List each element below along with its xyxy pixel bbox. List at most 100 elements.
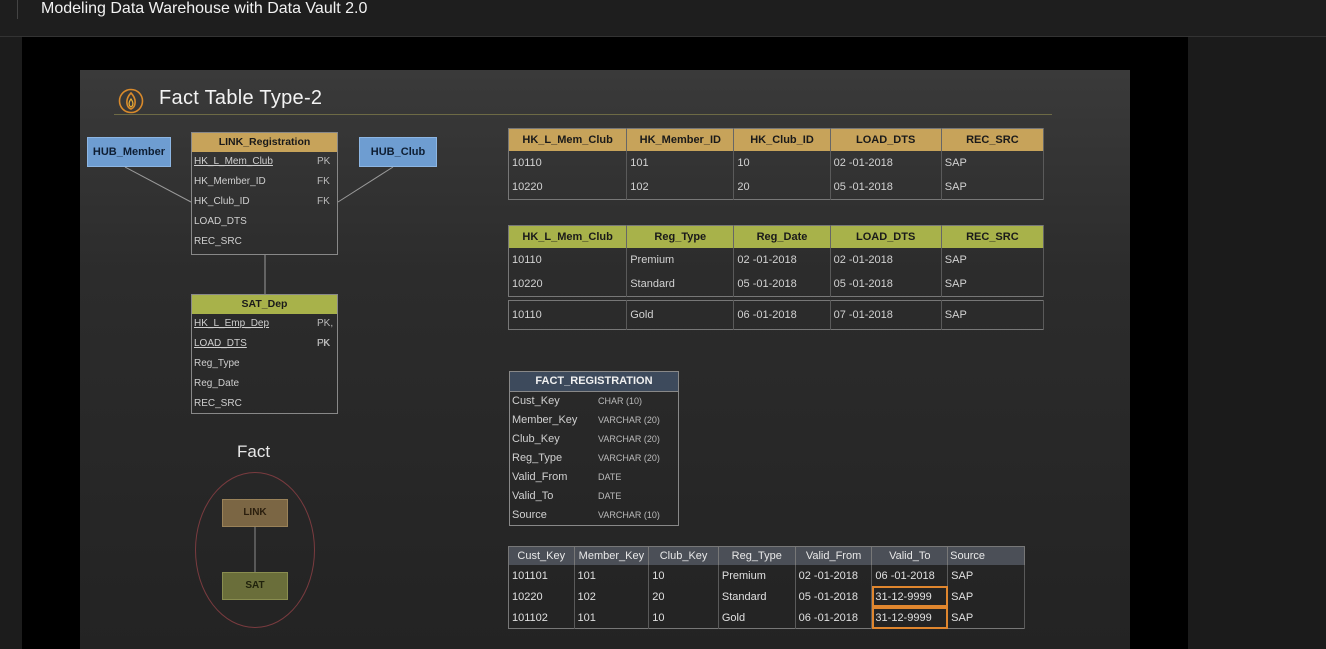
fact-entity-header: FACT_REGISTRATION xyxy=(510,372,678,392)
table-cell: 02 -01-2018 xyxy=(733,248,831,272)
table-cell: 10 xyxy=(733,151,831,175)
column-header: HK_Member_ID xyxy=(626,128,735,151)
window-title: Modeling Data Warehouse with Data Vault … xyxy=(41,0,368,17)
column-header: Member_Key xyxy=(574,546,650,565)
table-cell: 20 xyxy=(648,586,719,607)
table-cell: 10 xyxy=(648,607,719,629)
column-header: LOAD_DTS xyxy=(830,225,942,248)
table-cell: 10110 xyxy=(508,248,628,272)
fact-data-table: Cust_Key Member_Key Club_Key Reg_Type Va… xyxy=(508,546,1025,629)
table-cell: 07 -01-2018 xyxy=(830,300,942,330)
table-cell: SAP xyxy=(941,300,1045,330)
table-cell: 101101 xyxy=(508,565,575,586)
sat-entity-row: Reg_Date xyxy=(194,378,240,389)
table-cell: 05 -01-2018 xyxy=(733,272,831,297)
data-vault-logo-icon xyxy=(118,88,144,114)
table-row: 101101 101 10 Premium 02 -01-2018 06 -01… xyxy=(508,565,1025,586)
link-table-header-row: HK_L_Mem_Club HK_Member_ID HK_Club_ID LO… xyxy=(508,128,1045,151)
sat-entity-row: Reg_Type xyxy=(194,358,240,369)
table-cell: 06 -01-2018 xyxy=(733,300,831,330)
table-cell: SAP xyxy=(941,151,1045,175)
link-entity-header: LINK_Registration xyxy=(192,133,337,152)
column-header: HK_L_Mem_Club xyxy=(508,128,628,151)
table-cell: 101 xyxy=(574,607,650,629)
hub-club-box: HUB_Club xyxy=(359,137,437,167)
table-cell: 101 xyxy=(574,565,650,586)
column-header: Cust_Key xyxy=(508,546,575,565)
table-row: 101102 101 10 Gold 06 -01-2018 31-12-999… xyxy=(508,607,1025,629)
table-cell: 05 -01-2018 xyxy=(830,272,942,297)
table-cell: 06 -01-2018 xyxy=(871,565,949,586)
right-side-panel xyxy=(1188,37,1326,649)
slide-title: Fact Table Type-2 xyxy=(159,87,323,109)
fact-label: Fact xyxy=(237,442,271,461)
link-entity-row: LOAD_DTS xyxy=(194,216,247,227)
table-row: 10220 Standard 05 -01-2018 05 -01-2018 S… xyxy=(508,272,1045,297)
table-row: 10110 Premium 02 -01-2018 02 -01-2018 SA… xyxy=(508,248,1045,272)
sat-table-header-row: HK_L_Mem_Club Reg_Type Reg_Date LOAD_DTS… xyxy=(508,225,1045,248)
table-cell: 101102 xyxy=(508,607,575,629)
table-cell: 05 -01-2018 xyxy=(830,175,942,200)
column-header: Club_Key xyxy=(648,546,719,565)
table-cell: 05 -01-2018 xyxy=(795,586,873,607)
highlighted-valid-to-cell: 31-12-9999 xyxy=(871,586,949,607)
table-cell: 10220 xyxy=(508,586,575,607)
table-cell: 101 xyxy=(626,151,735,175)
column-header: REC_SRC xyxy=(941,225,1045,248)
table-cell: 10110 xyxy=(508,300,628,330)
column-header: HK_Club_ID xyxy=(733,128,831,151)
title-underline xyxy=(114,114,1052,115)
table-cell: SAP xyxy=(947,607,1025,629)
table-cell: SAP xyxy=(947,565,1025,586)
table-cell: SAP xyxy=(941,272,1045,297)
table-cell: Gold xyxy=(626,300,735,330)
table-cell: 10220 xyxy=(508,272,628,297)
table-cell: 02 -01-2018 xyxy=(830,248,942,272)
hub-member-box: HUB_Member xyxy=(87,137,171,167)
column-header: Source xyxy=(947,546,1025,565)
column-header: LOAD_DTS xyxy=(830,128,942,151)
fact-table-header-row: Cust_Key Member_Key Club_Key Reg_Type Va… xyxy=(508,546,1025,565)
table-cell: 06 -01-2018 xyxy=(795,607,873,629)
table-cell: Premium xyxy=(626,248,735,272)
table-cell: 02 -01-2018 xyxy=(795,565,873,586)
column-header: Reg_Date xyxy=(733,225,831,248)
app-title-bar: Modeling Data Warehouse with Data Vault … xyxy=(0,0,1326,37)
table-row: 10110 101 10 02 -01-2018 SAP xyxy=(508,151,1045,175)
table-cell: 10 xyxy=(648,565,719,586)
table-cell: 102 xyxy=(626,175,735,200)
link-entity-row: REC_SRC xyxy=(194,236,242,247)
sat-extra-row-table: 10110 Gold 06 -01-2018 07 -01-2018 SAP xyxy=(508,300,1045,330)
table-cell: SAP xyxy=(941,175,1045,200)
highlighted-valid-to-cell: 31-12-9999 xyxy=(871,607,949,629)
fact-ellipse xyxy=(195,472,315,628)
title-separator xyxy=(17,0,18,19)
link-data-table: HK_L_Mem_Club HK_Member_ID HK_Club_ID LO… xyxy=(508,128,1045,200)
table-cell: 20 xyxy=(733,175,831,200)
table-cell: Gold xyxy=(718,607,796,629)
sat-entity-header: SAT_Dep xyxy=(192,295,337,314)
table-cell: SAP xyxy=(947,586,1025,607)
table-row: 10220 102 20 Standard 05 -01-2018 31-12-… xyxy=(508,586,1025,607)
column-header: Valid_From xyxy=(795,546,873,565)
table-cell: 02 -01-2018 xyxy=(830,151,942,175)
slide: Fact Table Type-2 HUB_Member HUB_Club LI… xyxy=(80,70,1130,649)
column-header: Reg_Type xyxy=(718,546,796,565)
column-header: HK_L_Mem_Club xyxy=(508,225,628,248)
table-cell: 10220 xyxy=(508,175,628,200)
table-cell: Premium xyxy=(718,565,796,586)
table-cell: Standard xyxy=(626,272,735,297)
